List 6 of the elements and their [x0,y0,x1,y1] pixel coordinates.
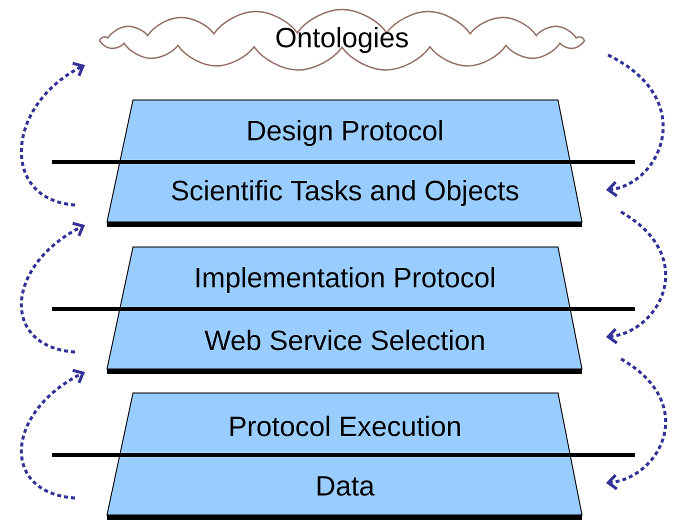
dotted-arrow [20,62,85,206]
dotted-arrow [606,358,668,490]
dotted-arrow [20,222,85,354]
dotted-arrow [606,210,668,344]
dotted-arrow [606,54,664,198]
dotted-arrow [20,368,85,500]
